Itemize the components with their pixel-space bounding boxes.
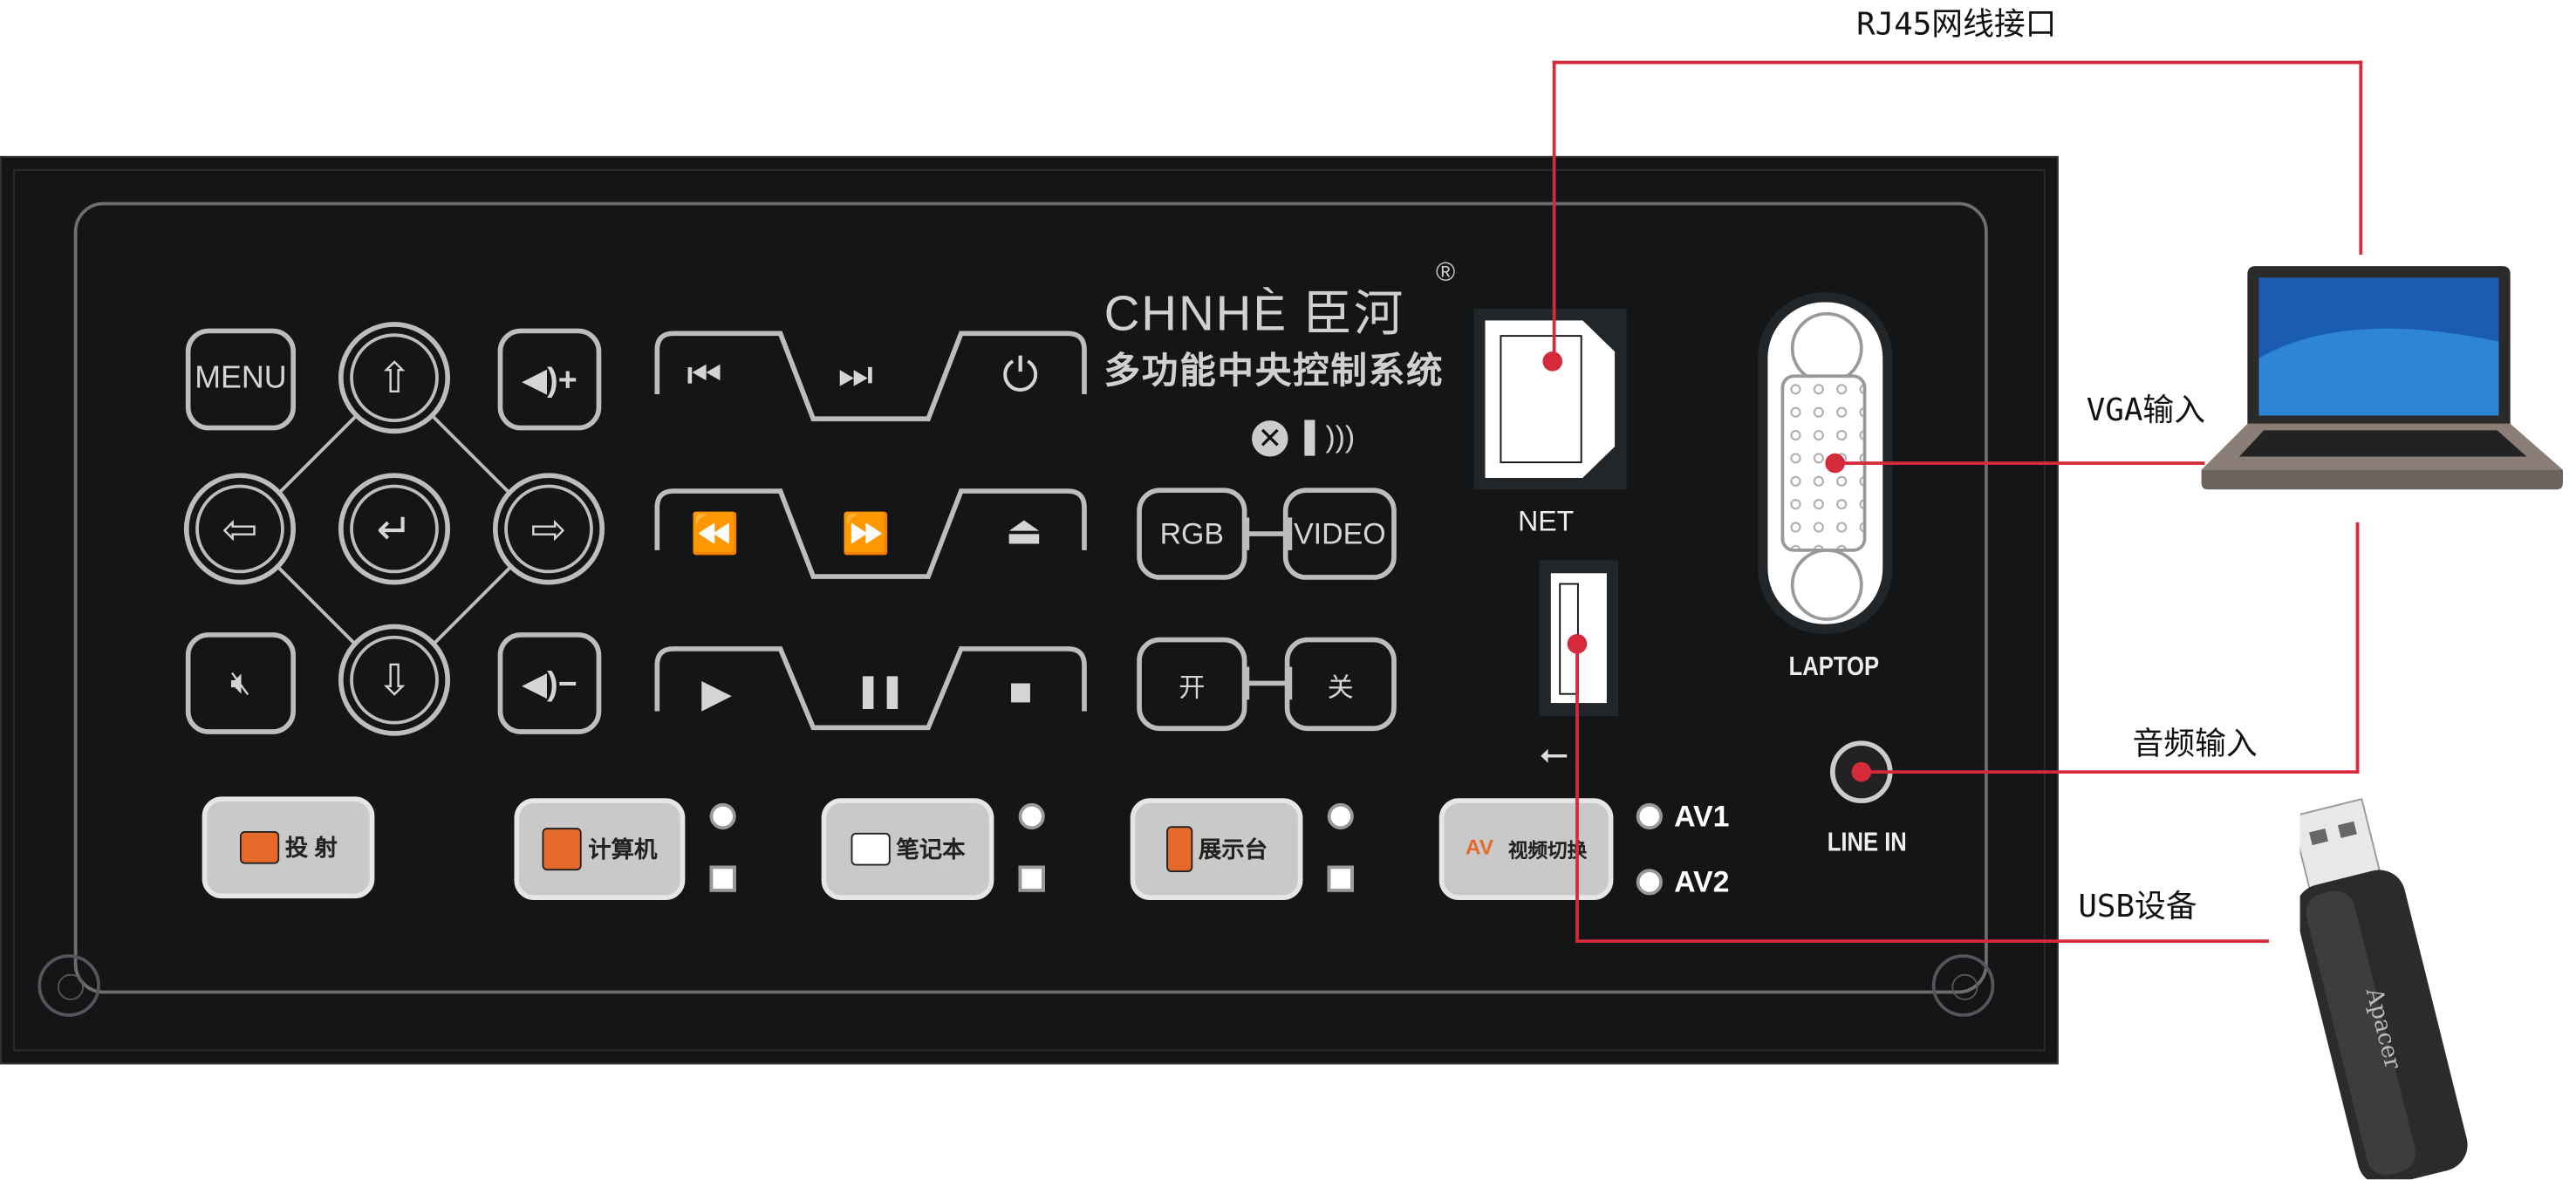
power-button[interactable]: ⏻ — [1001, 350, 1039, 401]
volume-down-button[interactable]: ◀)− — [497, 632, 602, 734]
play-button[interactable]: ▶ — [701, 672, 732, 717]
usb-callout-line — [1575, 939, 2269, 944]
av-icon: AV — [1465, 834, 1494, 859]
av2-label: AV2 — [1674, 865, 1730, 899]
vga-callout-label: VGA输入 — [2086, 392, 2206, 429]
prev-track-button[interactable]: ⏮ — [687, 352, 722, 398]
laptop-label: LAPTOP — [1788, 653, 1880, 682]
pause-button[interactable]: ❚❚ — [854, 673, 905, 710]
screw-icon — [38, 954, 100, 1017]
usb-callout-label: USB设备 — [2078, 888, 2197, 925]
net-port — [1473, 309, 1627, 490]
camera-indicator-square — [1327, 865, 1354, 892]
audio-callout-line — [2355, 522, 2360, 774]
mute-icon: 🔇︎ — [230, 664, 251, 701]
projector-button[interactable]: 投 射 — [202, 796, 375, 899]
vga-callout-dot — [1825, 453, 1845, 474]
rj45-callout-line — [1552, 60, 1556, 362]
panel-inner-border — [73, 201, 1988, 994]
control-panel — [0, 155, 2059, 1065]
document-camera-label: 展示台 — [1198, 836, 1268, 863]
menu-button[interactable]: MENU — [185, 328, 296, 431]
laptop-indicator-square — [1018, 865, 1045, 892]
ir-receiver-icon: ▌))) — [1304, 420, 1356, 454]
laptop-source-label: 笔记本 — [896, 836, 966, 863]
mute-button[interactable]: 🔇︎ — [185, 632, 296, 734]
laptop-icon — [850, 832, 890, 866]
av1-label: AV1 — [1674, 800, 1730, 833]
registered-mark: ® — [1436, 259, 1456, 288]
down-button[interactable]: ⇩ — [338, 624, 451, 736]
rewind-button[interactable]: ⏪ — [689, 512, 739, 557]
rj45-callout-dot — [1542, 351, 1563, 372]
panel-subtitle: 多功能中央控制系统 — [1104, 350, 1445, 392]
net-label: NET — [1518, 506, 1575, 537]
computer-label: 计算机 — [588, 836, 658, 863]
av2-indicator-led — [1636, 869, 1663, 896]
up-button[interactable]: ⇧ — [338, 322, 451, 434]
vga-callout-line — [1835, 461, 2205, 465]
on-button[interactable]: 开 — [1137, 637, 1247, 732]
usb-callout-dot — [1567, 633, 1588, 654]
video-button[interactable]: VIDEO — [1282, 488, 1397, 580]
media-bars — [654, 331, 1087, 731]
usb-stick-image — [2299, 798, 2468, 1180]
rgb-button[interactable]: RGB — [1137, 488, 1247, 580]
document-camera-icon — [1165, 826, 1192, 873]
audio-callout-label: 音频输入 — [2132, 726, 2258, 762]
video-switch-button[interactable]: AV 视频切换 — [1438, 798, 1614, 901]
rj45-callout-line — [1552, 60, 2363, 65]
camera-indicator-led — [1327, 802, 1354, 830]
rj45-callout-line — [2359, 60, 2363, 255]
audio-callout-dot — [1851, 761, 1872, 782]
volume-up-button[interactable]: ◀)+ — [497, 328, 602, 431]
stop-button[interactable]: ■ — [1008, 670, 1032, 715]
right-button[interactable]: ⇨ — [492, 473, 605, 585]
rj45-callout-label: RJ45网线接口 — [1856, 6, 2057, 43]
ir-led-icon: ✕ — [1252, 420, 1288, 457]
eject-button[interactable]: ⏏ — [1005, 508, 1043, 554]
screw-icon — [1931, 954, 1995, 1017]
computer-indicator-square — [709, 865, 736, 892]
usb-callout-line — [1575, 644, 1579, 944]
line-in-label: LINE IN — [1827, 829, 1907, 858]
laptop-image — [2201, 266, 2563, 490]
enter-button[interactable]: ↵ — [338, 473, 451, 585]
usb-icon: ⭠ — [1539, 732, 1568, 774]
projector-label: 投 射 — [284, 834, 338, 861]
brand-logo: CHNHÈ 臣河 — [1104, 287, 1405, 342]
projector-icon — [239, 830, 279, 864]
laptop-button[interactable]: 笔记本 — [821, 798, 994, 901]
next-track-button[interactable]: ⏭ — [837, 352, 873, 398]
fast-forward-button[interactable]: ⏩ — [841, 512, 890, 557]
left-button[interactable]: ⇦ — [183, 473, 296, 585]
off-button[interactable]: 关 — [1284, 637, 1397, 732]
av1-indicator-led — [1636, 802, 1663, 830]
nav-diamond-lines — [277, 416, 511, 645]
document-camera-button[interactable]: 展示台 — [1130, 798, 1303, 901]
video-switch-label: 视频切换 — [1507, 838, 1588, 862]
computer-icon — [542, 828, 582, 871]
computer-button[interactable]: 计算机 — [514, 798, 686, 901]
computer-indicator-led — [709, 802, 736, 830]
laptop-indicator-led — [1018, 802, 1045, 830]
panel-bevel — [13, 168, 2046, 1052]
audio-callout-line — [1861, 770, 2360, 774]
